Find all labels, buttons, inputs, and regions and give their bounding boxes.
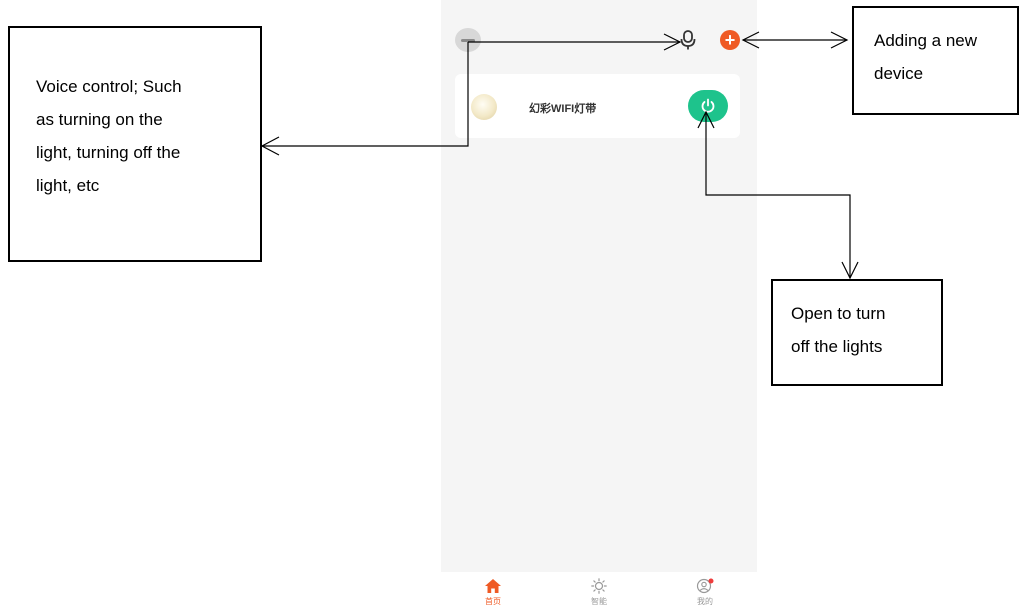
bottom-tab-bar: 首页 智能 <box>441 572 757 612</box>
callout-add-device: Adding a new device <box>852 6 1019 115</box>
callout-line: off the lights <box>791 337 883 356</box>
callout-voice-control: Voice control; Such as turning on the li… <box>8 26 262 262</box>
tab-label: 智能 <box>591 597 607 606</box>
callout-line: light, turning off the <box>36 143 181 162</box>
callout-line: device <box>874 64 924 83</box>
voice-arrowhead <box>260 136 280 156</box>
add-arrowhead-right <box>830 31 849 49</box>
power-icon <box>701 98 715 113</box>
tab-label: 我的 <box>697 597 713 606</box>
tab-mine[interactable]: 我的 <box>675 578 735 607</box>
tab-label: 首页 <box>485 597 501 606</box>
profile-icon <box>696 578 714 594</box>
callout-line: Adding a new <box>874 31 978 50</box>
callout-line: Voice control; Such <box>36 77 182 96</box>
voice-arrow-line <box>262 42 469 147</box>
home-icon <box>485 579 501 593</box>
callout-power-toggle: Open to turn off the lights <box>771 279 943 386</box>
callout-line: Open to turn <box>791 304 886 323</box>
callout-line: light, etc <box>36 176 100 195</box>
tab-smart[interactable]: 智能 <box>569 578 629 607</box>
tab-home[interactable]: 首页 <box>463 578 523 607</box>
sun-icon <box>591 578 607 594</box>
power-toggle-button[interactable] <box>688 90 728 122</box>
phone-screen: + 幻彩WIFI灯带 首页 <box>441 0 757 612</box>
power-arrowhead-bottom <box>841 261 859 280</box>
callout-line: as turning on the <box>36 110 163 129</box>
light-strip-icon <box>471 94 497 120</box>
notification-badge <box>708 578 714 584</box>
menu-icon[interactable] <box>455 28 481 52</box>
device-name: 幻彩WIFI灯带 <box>529 103 597 115</box>
add-device-button[interactable]: + <box>720 30 740 50</box>
device-card[interactable]: 幻彩WIFI灯带 <box>455 74 740 138</box>
microphone-icon[interactable] <box>679 29 697 51</box>
